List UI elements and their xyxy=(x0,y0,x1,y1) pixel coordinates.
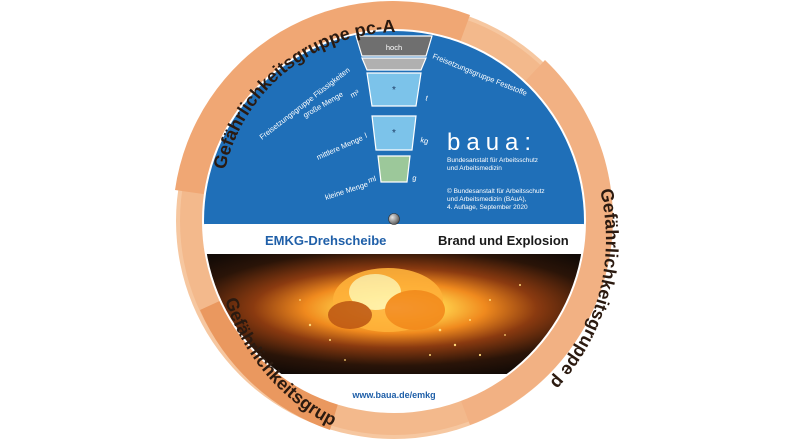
baua-logo: baua: xyxy=(447,129,537,156)
small-amount-window xyxy=(377,155,411,183)
medium-star: * xyxy=(392,128,396,139)
logo-line-2: und Arbeitsmedizin xyxy=(447,165,502,172)
emkg-title: EMKG-Drehscheibe xyxy=(265,233,386,248)
small-unit-left: ml xyxy=(367,174,378,185)
medium-amount-window xyxy=(371,115,417,151)
medium-unit-left: l xyxy=(363,131,368,140)
center-knob[interactable] xyxy=(388,213,400,225)
small-unit-right: g xyxy=(412,173,418,183)
title-band xyxy=(204,224,584,254)
level-label: hoch xyxy=(386,43,402,52)
level-gray-bar xyxy=(361,57,427,71)
large-unit-right: t xyxy=(424,93,430,102)
copyright-line-3: 4. Auflage, September 2020 xyxy=(447,204,528,211)
copyright-line-2: und Arbeitsmedizin (BAuA), xyxy=(447,196,527,203)
medium-unit-right: kg xyxy=(420,135,430,146)
large-amount-window xyxy=(366,72,422,107)
website-link[interactable]: www.baua.de/emkg xyxy=(351,390,435,400)
copyright-line-1: © Bundesanstalt für Arbeitsschutz xyxy=(447,187,545,195)
logo-line-1: Bundesanstalt für Arbeitsschutz xyxy=(447,157,538,164)
large-star: * xyxy=(392,85,396,96)
level-hoch-bar xyxy=(355,35,433,57)
brand-explosion-title: Brand und Explosion xyxy=(438,233,569,248)
